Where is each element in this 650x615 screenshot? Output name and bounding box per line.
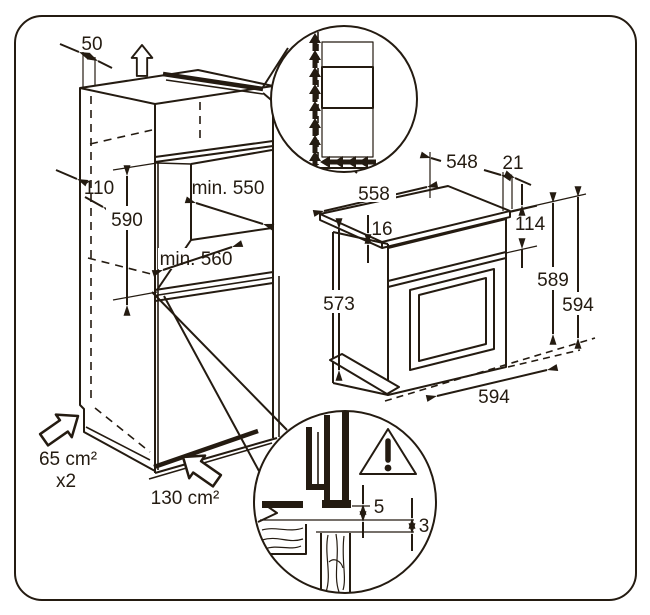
worktop-back-edge-inner <box>165 79 264 95</box>
side-vent-area-label: 65 cm² <box>39 449 97 470</box>
dim-3-label: 3 <box>419 516 430 537</box>
dim-548-arrow-right <box>483 169 513 182</box>
dim-590-label-bg <box>106 206 148 230</box>
dim-548-label: 548 <box>446 152 478 173</box>
frame-border <box>14 15 637 601</box>
dim-590-ext-bottom <box>112 291 158 301</box>
airflow-circle-border <box>270 25 418 173</box>
dim-589-label-bg <box>534 267 573 290</box>
dim-110-label: 110 <box>84 178 114 199</box>
clearance-detail-circle: 5 3 <box>253 410 437 594</box>
dim-558-label: 558 <box>358 184 390 205</box>
detail-wood-grain-left <box>261 527 304 550</box>
dim-590-ext-top <box>112 162 158 171</box>
dim-573-label-bg <box>321 290 358 313</box>
cabinet <box>79 69 280 480</box>
dim-50-label: 50 <box>81 34 102 55</box>
dim-594-bottom-line <box>425 364 559 402</box>
detail-shelf-board-border <box>258 524 307 555</box>
dim-548-arrow-left <box>419 151 442 162</box>
dim-16-label: 16 <box>371 219 392 240</box>
dim-589-label: 589 <box>537 270 569 291</box>
cabinet-hidden-shelf <box>87 257 156 276</box>
warning-triangle-icon <box>359 428 417 475</box>
niche-shelf-edge-1 <box>154 271 274 291</box>
worktop-back-edge <box>162 71 264 92</box>
oven-top-trim-front <box>381 211 511 249</box>
cabinet-hidden-top <box>89 129 153 145</box>
detail-door-outer-bar <box>342 411 349 503</box>
niche-ceiling-edge <box>156 162 192 165</box>
callout-line-top-1 <box>262 47 289 88</box>
niche-shelf-edge-3 <box>154 282 274 302</box>
cabinet-bottom-side-line <box>85 426 151 461</box>
oven-control-panel-line-1 <box>387 251 507 282</box>
worktop-edge <box>162 71 264 95</box>
ventilation-up-arrow-icon <box>130 44 154 77</box>
dim-21-label: 21 <box>502 153 523 174</box>
detail-door-inner-bar <box>324 415 330 503</box>
dim-50-arrow-1 <box>59 43 91 60</box>
dim-110-arrow-2 <box>84 196 115 216</box>
niche-top-inner <box>154 145 274 163</box>
callout-line-bottom-2 <box>163 295 260 472</box>
side-vent-count-label: x2 <box>56 471 76 492</box>
dim-114-label: 114 <box>515 214 546 235</box>
dim-594-bottom-label: 594 <box>478 387 510 408</box>
dim-50-arrow-2 <box>86 53 113 69</box>
dim-min560-line <box>151 240 244 277</box>
oven-door-bottom-dashed <box>507 349 581 368</box>
cabinet-bottom-front-edge <box>154 437 278 474</box>
cabinet-hidden-bottom <box>94 407 151 453</box>
dim-590-label: 590 <box>111 210 143 231</box>
warning-exclamation-dot <box>384 464 392 472</box>
detail-frame-step <box>306 484 330 490</box>
dim-110-arrow-1 <box>55 169 89 187</box>
dim-5-label: 5 <box>374 497 385 518</box>
detail-door-bottom-cap <box>322 500 351 508</box>
detail-break-mark <box>257 503 284 523</box>
vent-callouts: 65 cm² x2 130 cm² <box>34 403 227 509</box>
dim-594-right-label: 594 <box>562 295 594 316</box>
oven-side-bottom-edge <box>332 382 389 396</box>
dim-21-arrow <box>503 170 532 186</box>
bottom-vent-area-label: 130 cm² <box>151 488 220 509</box>
oven-door-window <box>409 268 495 371</box>
dim-573-label: 573 <box>323 294 355 315</box>
oven-front-face <box>387 218 507 396</box>
cabinet-left-edge <box>79 88 156 472</box>
cabinet-dimensions: 50 110 590 min. 550 min. 560 <box>55 34 275 316</box>
airflow-detail-circle <box>270 25 418 173</box>
oven-top-trim-left <box>319 214 383 249</box>
dim-594-right-label-bg <box>559 292 598 315</box>
niche-shelf-edge-2 <box>154 276 274 297</box>
dim-114-ext-top <box>510 205 538 213</box>
dim-589-ext-top <box>510 193 587 212</box>
detail-wood-grain-center <box>325 533 346 593</box>
dim-558-label-bg <box>352 183 396 202</box>
niche-back-top-edge <box>190 149 273 165</box>
cabinet-floor-edge <box>148 442 273 480</box>
dim-min550-line <box>184 196 275 231</box>
niche-top-outer <box>154 140 274 158</box>
airflow-oven-section <box>321 66 374 109</box>
side-vent-arrow-icon <box>34 403 88 453</box>
oven-control-panel-line-2 <box>387 257 507 288</box>
oven-dimensions: 548 21 558 16 114 573 589 594 594 <box>312 151 598 408</box>
detail-oven-frame-bar <box>306 427 312 487</box>
oven-door-window-inner <box>418 277 487 362</box>
niche-back-bottom-edge <box>190 227 273 241</box>
dim-min550-label: min. 550 <box>192 178 265 199</box>
